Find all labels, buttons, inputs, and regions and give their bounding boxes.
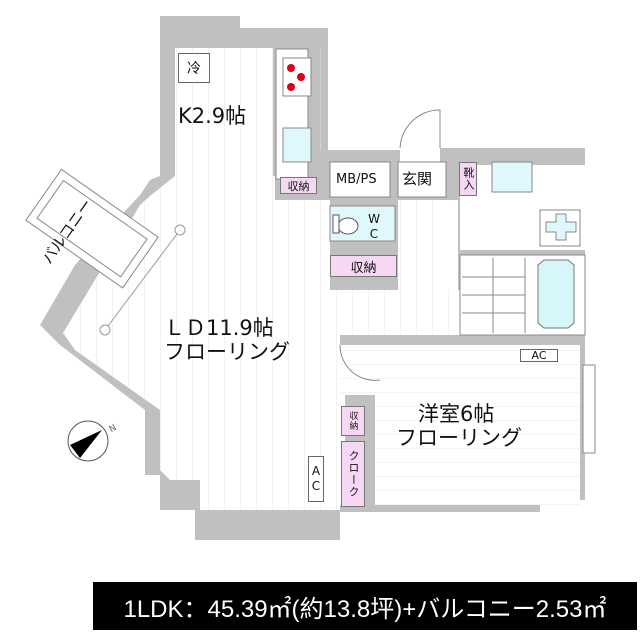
mbps-label: MB/PS — [336, 172, 377, 187]
wc-label: WC — [367, 212, 381, 242]
fridge-space: 冷 — [178, 53, 210, 83]
ld-floor-label: フローリング — [164, 340, 290, 364]
room-storage: 収納 — [341, 406, 365, 436]
ld-label: ＬＤ11.9帖 — [164, 316, 274, 340]
floor-plan-drawing — [25, 16, 596, 540]
floor-plan: 冷 K2.9帖 収納 MB/PS 玄関 靴入 WC 収納 ＬＤ11.9帖 フロー… — [25, 16, 596, 540]
western-room-floor-label: フローリング — [396, 426, 522, 450]
kitchen-label: K2.9帖 — [178, 104, 247, 128]
hall-storage: 収納 — [330, 255, 397, 277]
shoe-box: 靴入 — [459, 162, 477, 196]
closet: クローク — [341, 441, 365, 507]
entrance-label: 玄関 — [402, 170, 433, 188]
kitchen-storage: 収納 — [280, 177, 317, 194]
area-summary: 1LDK：45.39㎡(約13.8坪)+バルコニー2.53㎡ — [93, 582, 637, 630]
western-room-label: 洋室6帖 — [418, 402, 495, 426]
ld-ac: AC — [308, 456, 324, 502]
western-room-ac: AC — [520, 349, 558, 362]
